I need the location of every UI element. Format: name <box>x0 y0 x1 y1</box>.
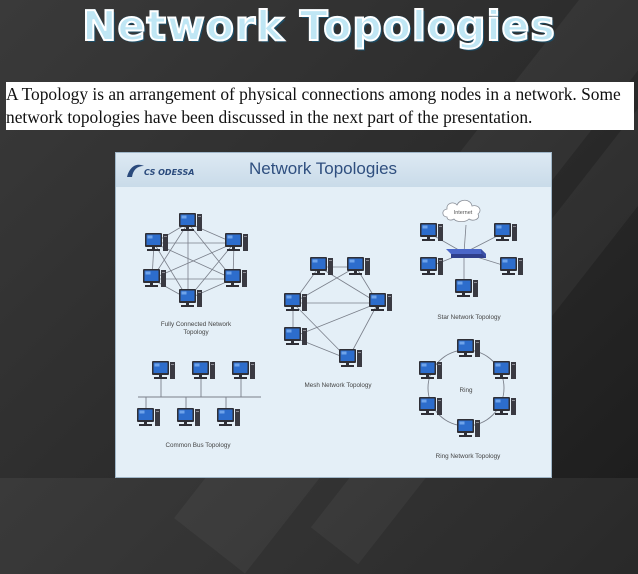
fully-connected-computer-icon <box>179 289 202 307</box>
fully-connected-label-line2: Topology <box>183 329 209 336</box>
network-hub-icon <box>446 249 486 258</box>
mesh-computer-icon <box>284 293 307 311</box>
bus-computer-icon <box>152 361 175 379</box>
bus-computer-icon <box>137 408 160 426</box>
fully-connected-computer-icon <box>224 269 247 287</box>
ring-computer-icon <box>457 339 480 357</box>
star-label: Star Network Topology <box>437 314 501 321</box>
star-computer-icon <box>500 257 523 275</box>
logo-text: CS ODESSA <box>144 168 195 177</box>
bus-computer-icon <box>232 361 255 379</box>
figure-title: Network Topologies <box>249 159 398 178</box>
ring-label: Ring Network Topology <box>436 453 501 460</box>
bus-links <box>138 378 261 411</box>
fully-connected-computer-icon <box>225 233 248 251</box>
mesh-computer-icon <box>347 257 370 275</box>
internet-cloud-icon <box>442 199 481 223</box>
slide-title: Network Topologies <box>81 1 556 51</box>
star-computer-icon <box>420 257 443 275</box>
mesh-computer-icon <box>284 327 307 345</box>
mesh-computer-icon <box>310 257 333 275</box>
bus-computer-icon <box>192 361 215 379</box>
star-computer-icon <box>455 279 478 297</box>
bus-computer-icon <box>217 408 240 426</box>
intro-paragraph: A Topology is an arrangement of physical… <box>6 82 634 130</box>
star-computer-icon <box>494 223 517 241</box>
mesh-label: Mesh Network Topology <box>304 382 372 389</box>
bus-label: Common Bus Topology <box>166 442 232 449</box>
logo-swoosh-icon <box>127 164 144 177</box>
ring-computer-icon <box>493 361 516 379</box>
ring-computer-icon <box>419 361 442 379</box>
cloud-label: Internet <box>454 210 473 216</box>
ring-computer-icon <box>419 397 442 415</box>
fully-connected-computer-icon <box>143 269 166 287</box>
fully-connected-computer-icon <box>145 233 168 251</box>
topology-diagram: Internet <box>137 199 523 460</box>
fully-connected-computer-icon <box>179 213 202 231</box>
ring-computer-icon <box>493 397 516 415</box>
mesh-computer-icon <box>369 293 392 311</box>
topology-figure: CS ODESSA Network Topologies <box>115 152 552 478</box>
mesh-computer-icon <box>339 349 362 367</box>
mesh-links <box>292 266 379 360</box>
figure-header: CS ODESSA Network Topologies <box>116 153 551 187</box>
star-computer-icon <box>420 223 443 241</box>
ring-center-label: Ring <box>460 387 473 394</box>
fully-connected-label: Fully Connected Network <box>161 321 232 328</box>
ring-computer-icon <box>457 419 480 437</box>
bus-computer-icon <box>177 408 200 426</box>
